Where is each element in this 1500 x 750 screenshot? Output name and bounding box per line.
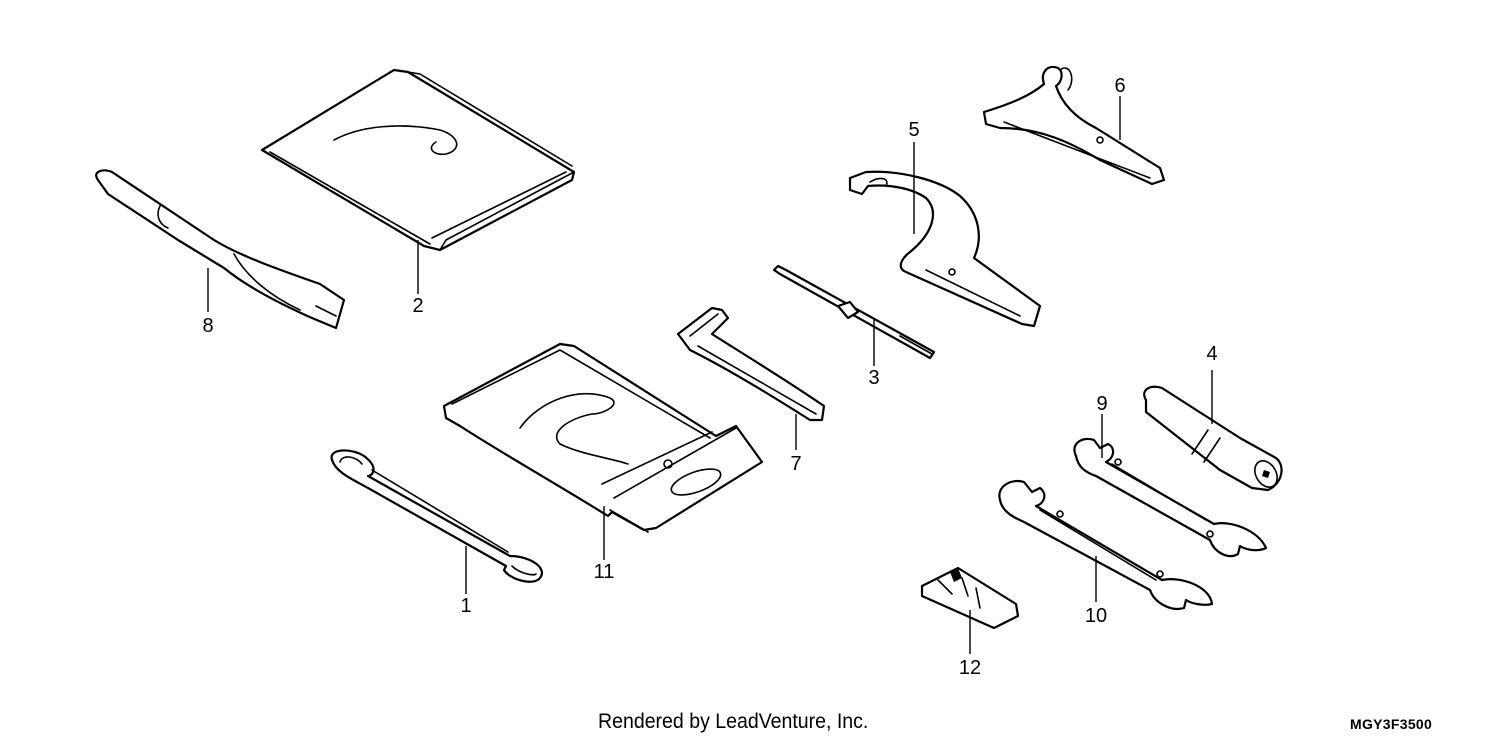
leader-lines (207, 96, 1213, 654)
part-6-hook-wrench[interactable] (982, 65, 1166, 186)
part-3-screwdriver-bit[interactable] (772, 264, 936, 360)
part-12-clip[interactable] (920, 566, 1020, 630)
callout-12: 12 (959, 657, 981, 679)
callout-4: 4 (1206, 343, 1217, 365)
callout-labels: 1 2 3 4 5 6 7 8 9 10 11 12 (202, 75, 1217, 679)
part-5-pin-spanner[interactable] (848, 170, 1042, 328)
part-1-strap[interactable] (330, 449, 543, 583)
callout-11: 11 (594, 561, 615, 583)
callout-1: 1 (460, 595, 471, 617)
render-credit: Rendered by LeadVenture, Inc. (598, 710, 869, 733)
diagram-code: MGY3F3500 (1350, 716, 1433, 732)
callout-6: 6 (1114, 75, 1125, 97)
part-4-screwdriver-handle[interactable] (1143, 385, 1283, 492)
part-10-wrench-lower[interactable] (998, 479, 1214, 610)
part-7-hex-key[interactable] (676, 306, 826, 422)
part-9-wrench-upper[interactable] (1073, 437, 1268, 558)
callout-7: 7 (790, 453, 801, 475)
callout-3: 3 (868, 367, 879, 389)
callout-9: 9 (1096, 393, 1107, 415)
callout-5: 5 (908, 119, 919, 141)
part-11-tool-wallet[interactable] (442, 342, 764, 533)
callout-2: 2 (412, 295, 423, 317)
callout-10: 10 (1085, 605, 1107, 627)
part-8-handle[interactable] (95, 169, 346, 330)
part-2-tool-bag[interactable] (260, 68, 576, 252)
callout-8: 8 (202, 315, 213, 337)
